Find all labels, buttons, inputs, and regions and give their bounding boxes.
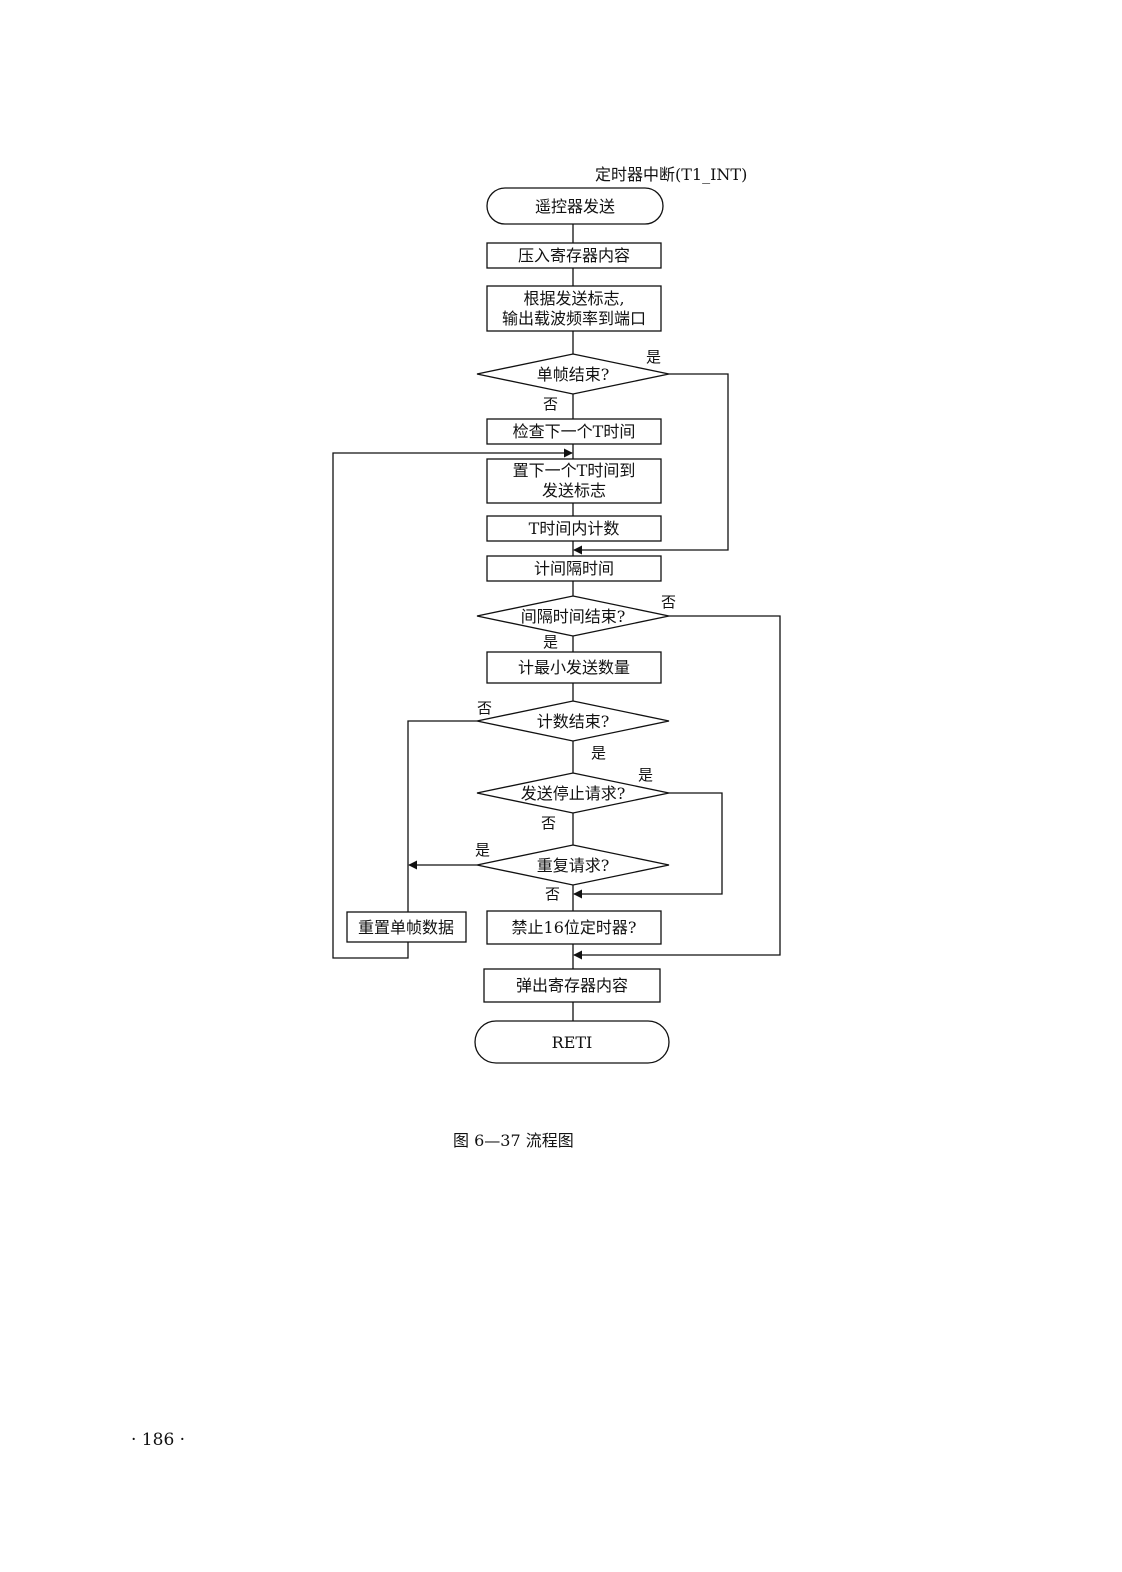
start-terminal bbox=[486, 187, 664, 225]
t-count-box bbox=[486, 515, 662, 542]
check-next-t-box bbox=[486, 418, 662, 445]
repeat-request-yes-label: 是 bbox=[475, 841, 490, 859]
push-registers-box bbox=[486, 242, 662, 269]
disable-timer-box bbox=[486, 910, 662, 945]
interval-end-no-label: 否 bbox=[661, 593, 676, 611]
stop-request-label: 发送停止请求? bbox=[521, 784, 626, 803]
repeat-request-no-label: 否 bbox=[545, 885, 560, 903]
set-next-label-line1: 置下一个T时间到 bbox=[513, 461, 636, 480]
stop-request-no-label: 否 bbox=[541, 814, 556, 832]
count-end-yes-label: 是 bbox=[591, 744, 606, 762]
stop-request-yes-label: 是 bbox=[638, 766, 653, 784]
output-carrier-box bbox=[486, 285, 662, 332]
diagram-header: 定时器中断(T1_INT) bbox=[595, 165, 747, 184]
frame-end-label: 单帧结束? bbox=[537, 365, 610, 384]
check-next-label: 检查下一个T时间 bbox=[513, 422, 636, 441]
t-count-label: T时间内计数 bbox=[529, 519, 620, 538]
set-next-t-box bbox=[486, 458, 662, 504]
edge-countend-no bbox=[407, 720, 477, 912]
reti-label: RETI bbox=[552, 1033, 593, 1052]
reset-frame-box bbox=[346, 911, 467, 943]
count-interval-box bbox=[486, 555, 662, 582]
count-end-no-label: 否 bbox=[477, 699, 492, 717]
start-label: 遥控器发送 bbox=[535, 197, 615, 216]
edge-stop-yes bbox=[573, 792, 723, 899]
interval-end-label: 间隔时间结束? bbox=[521, 607, 626, 626]
set-next-label-line2: 发送标志 bbox=[542, 481, 606, 500]
repeat-request-label: 重复请求? bbox=[537, 856, 610, 875]
count-interval-label: 计间隔时间 bbox=[534, 559, 614, 578]
frame-end-yes-label: 是 bbox=[646, 348, 661, 366]
figure-caption: 图 6—37 流程图 bbox=[453, 1131, 574, 1150]
frame-end-no-label: 否 bbox=[543, 395, 558, 413]
pop-label: 弹出寄存器内容 bbox=[516, 976, 628, 995]
disable-timer-label: 禁止16位定时器? bbox=[512, 918, 637, 937]
edge-frame-end-yes bbox=[573, 373, 729, 555]
reti-terminal bbox=[474, 1020, 670, 1064]
count-end-label: 计数结束? bbox=[537, 712, 610, 731]
count-min-box bbox=[486, 651, 662, 684]
pop-registers-box bbox=[483, 968, 661, 1003]
edge-reset-loop bbox=[332, 448, 573, 959]
output-label-line1: 根据发送标志, bbox=[523, 289, 624, 308]
page-number: · 186 · bbox=[131, 1430, 185, 1450]
push-label: 压入寄存器内容 bbox=[518, 246, 630, 265]
reset-frame-label: 重置单帧数据 bbox=[358, 918, 454, 937]
interval-end-yes-label: 是 bbox=[543, 633, 558, 651]
output-label-line2: 输出载波频率到端口 bbox=[502, 309, 646, 328]
edge-interval-no bbox=[573, 615, 781, 960]
count-min-label: 计最小发送数量 bbox=[518, 658, 630, 677]
